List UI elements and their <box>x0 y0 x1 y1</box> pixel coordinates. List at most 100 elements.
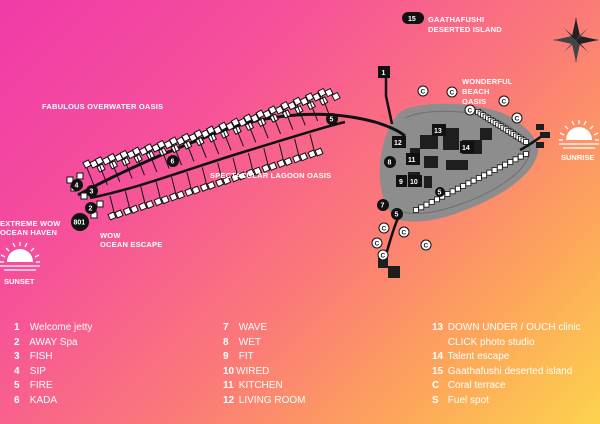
jetty-branch <box>259 117 269 139</box>
villa-icon <box>268 161 278 171</box>
marker-12: 12 <box>394 140 402 147</box>
jetty-branch <box>294 138 300 155</box>
legend-column-3: 13 DOWN UNDER / OUCH clinic CLICK photo … <box>432 321 581 408</box>
villa-icon <box>107 211 117 221</box>
marker-fuel-2: 5 <box>438 190 442 197</box>
villa-icon <box>237 171 247 181</box>
coral-terrace-marker-label: C <box>450 90 455 97</box>
villa-801-badge <box>71 213 89 231</box>
marker-4: 4 <box>75 183 79 190</box>
beach-villa-icon <box>428 199 435 205</box>
jetty-branch <box>123 158 133 179</box>
jetty-branch <box>171 176 177 194</box>
legend-column-1: 1 Welcome jetty 2 AWAY Spa 3 FISH 4 SIP … <box>14 321 92 408</box>
legend-item: 2 AWAY Spa <box>14 336 78 348</box>
villa-icon <box>145 199 155 210</box>
jetty-branch <box>222 130 232 151</box>
beach-villa-icon <box>444 191 451 197</box>
villa-801-label: 801 <box>74 220 86 227</box>
villa-icon <box>291 154 302 164</box>
gaathafushi-label-line1: GAATHAFUSHI <box>428 15 484 24</box>
villa-icon <box>153 197 163 207</box>
sunrise-label: SUNRISE <box>561 153 594 162</box>
beach-villa-icon <box>449 188 456 195</box>
legend-item: 4 SIP <box>14 365 46 377</box>
gaathafushi-label-line2: DESERTED ISLAND <box>428 25 502 34</box>
jetty-branch <box>309 133 315 151</box>
zone-spectacular-lagoon-oasis: SPECTACULAR LAGOON OASIS <box>210 171 331 180</box>
beach-villa-icon <box>434 196 440 203</box>
jetty-branch <box>124 191 130 208</box>
fuel-spot-block <box>378 258 388 268</box>
villa-icon <box>225 121 235 131</box>
map-markers: 1 2 3 4 5 6 7 8 9 10 11 12 13 14 5 5 <box>71 66 474 220</box>
sunset-icon <box>0 242 40 271</box>
villa-icon <box>252 166 263 176</box>
villa-icon <box>66 176 74 184</box>
jetty-branch <box>111 161 121 182</box>
marker-3: 3 <box>90 189 94 196</box>
legend-item: 15 Gaathafushi deserted island <box>432 365 573 377</box>
island-beach-outline <box>403 110 531 215</box>
overwater-villas <box>66 87 341 221</box>
villa-icon <box>114 209 124 219</box>
coral-terrace-marker <box>420 239 432 251</box>
jetty-branch <box>247 152 253 170</box>
villa-icon <box>129 204 140 214</box>
villa-icon <box>261 163 271 173</box>
beach-villa-icon <box>517 153 524 160</box>
jetty-branch <box>136 155 145 176</box>
villa-icon <box>122 206 133 216</box>
beach-villa-icon <box>470 177 477 184</box>
villa-icon <box>230 173 240 183</box>
beach-villa-icon <box>523 139 529 145</box>
villa-icon <box>298 152 309 162</box>
welcome-jetty <box>384 74 394 125</box>
villa-icon <box>324 87 334 98</box>
villa-icon <box>276 158 286 169</box>
villa-icon <box>237 117 248 128</box>
villa-icon <box>262 109 272 119</box>
jetty-branch <box>160 148 170 169</box>
villa-icon <box>168 192 179 202</box>
jetty-branch <box>234 126 244 147</box>
jetty-branch <box>263 148 269 165</box>
villa-icon <box>222 175 232 186</box>
marker-6: 6 <box>171 159 175 166</box>
jetty-branch <box>309 100 319 122</box>
jetty-branch <box>321 96 331 117</box>
jetty-branch <box>186 172 192 189</box>
beach-villa-icon <box>496 164 503 171</box>
villa-icon <box>82 159 92 169</box>
sunset-label: SUNSET <box>4 277 35 286</box>
marker-7: 7 <box>381 203 385 210</box>
coral-terrace-marker-label: C <box>382 226 387 233</box>
coral-terrace-marker-label: C <box>468 108 473 115</box>
villa-icon <box>311 92 322 102</box>
marker-13: 13 <box>434 128 442 135</box>
coral-terrace-marker-label: C <box>502 99 507 106</box>
coral-terrace-marker <box>377 249 389 261</box>
villa-icon <box>96 200 104 208</box>
compass-rose-icon <box>554 18 598 62</box>
coral-terrace-marker-label: C <box>421 89 426 96</box>
jetty-branch <box>201 167 207 184</box>
resort-map: 1 2 3 4 5 6 7 8 9 10 11 12 13 14 5 5 C C C… <box>0 12 599 286</box>
beach-villa-icon <box>418 204 425 211</box>
jetty-branch <box>278 143 284 160</box>
villa-icon <box>80 192 88 200</box>
coral-terrace-marker-label: C <box>402 230 407 237</box>
coral-terrace-marker <box>464 104 476 116</box>
marker-9: 9 <box>399 179 403 186</box>
marker-5: 5 <box>330 117 334 124</box>
jetty-branch <box>210 133 220 155</box>
sunrise-platforms <box>536 124 550 148</box>
villa-icon <box>184 187 194 197</box>
sunrise-icon <box>559 120 599 149</box>
zone-wonderful-line2: BEACH <box>462 87 490 96</box>
zone-extreme-wow-line2: OCEAN HAVEN <box>0 228 57 237</box>
beach-villa-icon <box>481 172 487 179</box>
villa-icon <box>274 105 285 115</box>
villa-icon <box>287 100 297 111</box>
